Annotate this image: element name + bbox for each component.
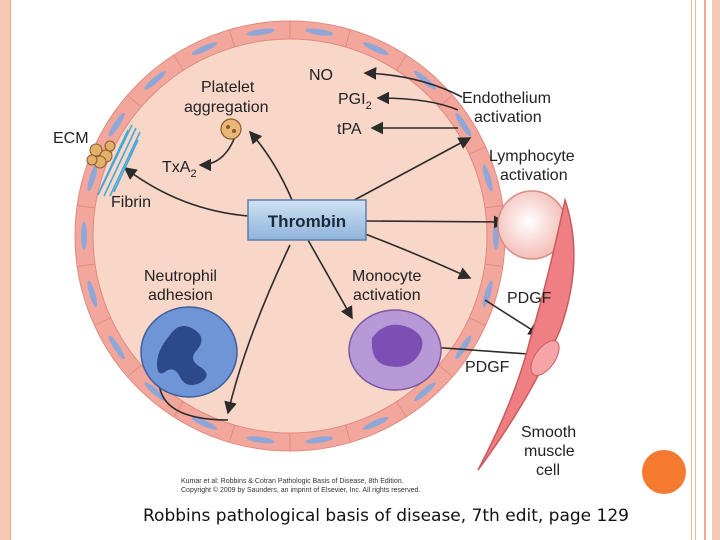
neutrophil-cell [140, 306, 238, 398]
endothelial-nucleus [455, 335, 472, 360]
endothelial-junction [484, 263, 503, 268]
endothelial-junction [396, 401, 407, 418]
endothelial-junction [94, 317, 112, 326]
endothelial-nucleus [246, 28, 275, 36]
label-tpa: tPA [337, 121, 362, 138]
slide-right-rule [691, 0, 692, 540]
endothelial-junction [396, 54, 407, 71]
endothelial-junction [173, 54, 184, 71]
ecm-platelet-clump [86, 140, 116, 169]
endothelial-nucleus [414, 70, 436, 90]
label-pdgf-1: PDGF [507, 290, 552, 307]
label-neutrophil-1: Neutrophil [144, 268, 217, 285]
thrombin-label: Thrombin [268, 212, 346, 231]
arrow-thrombin-monocyte [307, 239, 353, 320]
platelet [220, 118, 242, 140]
endothelial-nucleus [362, 42, 389, 56]
label-neutrophil-2: adhesion [148, 287, 213, 304]
slide-right-border [712, 0, 720, 540]
endothelial-nucleus [305, 28, 334, 36]
endothelial-junction [77, 263, 96, 268]
endothelial-nucleus [191, 416, 218, 430]
endothelial-nucleus [108, 335, 125, 360]
accent-circle [642, 450, 686, 494]
arrow-thrombin-endothelium [344, 137, 472, 206]
endothelial-nucleus [414, 382, 436, 402]
endothelial-junction [228, 29, 235, 48]
ecm-fibers [97, 124, 141, 197]
endothelial-nucleus [362, 416, 389, 430]
endothelial-junctions [77, 21, 503, 451]
label-endothelium-2: activation [474, 109, 542, 126]
arrow-monocyte-pdgf [429, 346, 544, 361]
endothelial-nucleus [246, 436, 275, 444]
endothelial-junction [173, 401, 184, 418]
endothelial-nuclei [81, 28, 499, 444]
label-endothelium-1: Endothelium [462, 90, 551, 107]
label-platelet-1: Platelet [201, 79, 255, 96]
slide-left-border [0, 0, 11, 540]
endothelial-junction [127, 364, 142, 378]
endothelial-nucleus [305, 436, 334, 444]
credit-line-1: Kumar et al: Robbins & Cotran Pathologic… [181, 478, 404, 485]
endothelial-nucleus [144, 70, 166, 90]
endothelial-nucleus [108, 112, 125, 137]
label-lymphocyte-1: Lymphocyte [489, 148, 575, 165]
label-ecm: ECM [53, 130, 89, 147]
endothelial-nucleus [81, 222, 87, 250]
label-smooth-3: cell [536, 462, 560, 479]
endothelial-junction [127, 94, 142, 108]
endothelial-junction [345, 424, 352, 443]
endothelial-nucleus [455, 112, 472, 137]
arrow-endothelium-no [363, 67, 463, 98]
endothelial-junction [484, 204, 503, 209]
arrow-thrombin-lymphocyte [365, 215, 507, 229]
endothelial-nucleus [144, 382, 166, 402]
arrow-thrombin-fibrin [123, 167, 249, 217]
thrombin-box [247, 199, 367, 241]
slide-right-rule [695, 0, 696, 540]
arrow-thrombin-neutrophil-wall [224, 244, 291, 415]
label-pgi2: PGI2 [338, 91, 372, 112]
endothelial-junction [228, 424, 235, 443]
arrow-pdgf-smooth [484, 299, 542, 336]
slide-caption: Robbins pathological basis of disease, 7… [143, 506, 629, 526]
endothelial-nucleus [87, 280, 98, 308]
arrow-thrombin-platelet [248, 130, 293, 201]
smooth-muscle-nucleus [530, 340, 560, 376]
slide-right-rule [704, 0, 706, 540]
label-monocyte-1: Monocyte [352, 268, 421, 285]
endothelial-junction [438, 364, 453, 378]
label-platelet-2: aggregation [184, 99, 269, 116]
arrow-thrombin-smooth [359, 231, 472, 280]
monocyte-cell [348, 309, 442, 391]
endothelial-nucleus [191, 42, 218, 56]
endothelial-junction [77, 204, 96, 209]
label-no: NO [309, 67, 333, 84]
label-smooth-1: Smooth [521, 424, 576, 441]
smooth-muscle-cell [477, 197, 575, 471]
label-lymphocyte-2: activation [500, 167, 568, 184]
arrows [123, 67, 544, 421]
label-pdgf-2: PDGF [465, 359, 510, 376]
endothelial-nucleus [87, 164, 98, 192]
endothelial-junction [468, 317, 486, 326]
arrow-endothelium-pgi2 [376, 91, 459, 111]
endothelial-junction [345, 29, 352, 48]
endothelial-nucleus [482, 164, 493, 192]
label-monocyte-2: activation [353, 287, 421, 304]
endothelial-junction [468, 146, 486, 155]
label-txa2: TxA2 [162, 159, 197, 180]
credit-line-2: Copyright © 2009 by Saunders, an imprint… [181, 486, 420, 494]
label-fibrin: Fibrin [111, 194, 151, 211]
label-smooth-2: muscle [524, 443, 575, 460]
